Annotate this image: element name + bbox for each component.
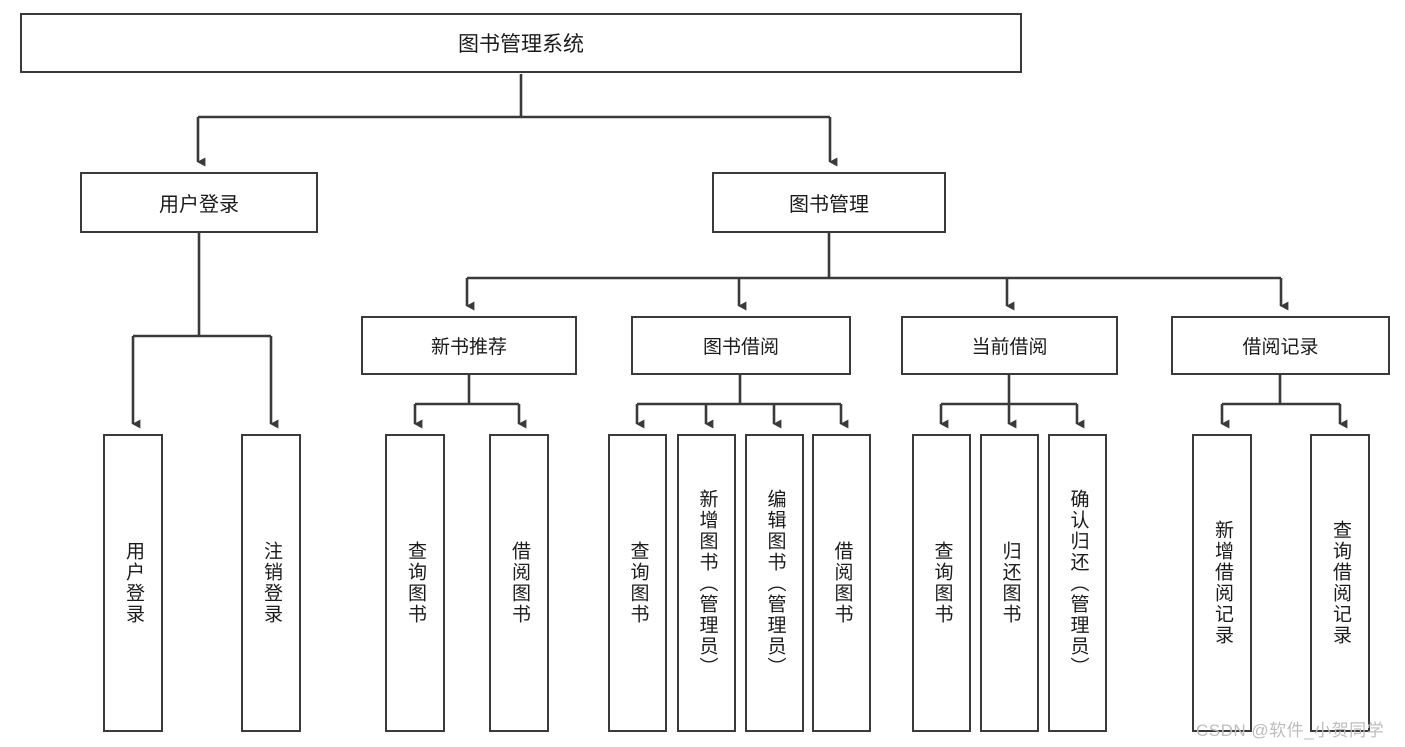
node-label: 当前借阅	[971, 337, 1048, 358]
leaf-book-borrow-add-book-admin[interactable]: 新增图书（管理员）	[677, 434, 736, 732]
node-label: 确认归还（管理员）	[1067, 488, 1089, 678]
node-label: 借阅记录	[1242, 337, 1319, 358]
leaf-current-borrow-query-book[interactable]: 查询图书	[912, 434, 971, 732]
leaf-user-login-login[interactable]: 用户登录	[103, 434, 163, 732]
node-user-login[interactable]: 用户登录	[80, 172, 318, 233]
node-label: 查询借阅记录	[1329, 520, 1351, 646]
node-book-management[interactable]: 图书管理	[712, 172, 946, 233]
node-label: 用户登录	[159, 194, 239, 216]
leaf-book-borrow-borrow-book[interactable]: 借阅图书	[812, 434, 871, 732]
node-label: 新增图书（管理员）	[696, 488, 718, 678]
leaf-book-borrow-edit-book-admin[interactable]: 编辑图书（管理员）	[745, 434, 804, 732]
leaf-current-borrow-return-book[interactable]: 归还图书	[980, 434, 1039, 732]
node-label: 借阅图书	[831, 541, 853, 625]
node-label: 新书推荐	[430, 337, 507, 358]
leaf-book-borrow-query-book[interactable]: 查询图书	[608, 434, 667, 732]
node-label: 查询图书	[931, 541, 953, 625]
node-label: 注销登录	[260, 541, 282, 625]
watermark: CSDN @软件_小贺同学	[1196, 721, 1385, 740]
node-label: 编辑图书（管理员）	[764, 488, 786, 678]
node-current-borrow[interactable]: 当前借阅	[901, 316, 1118, 375]
node-label: 查询图书	[404, 541, 426, 625]
leaf-new-book-borrow-book[interactable]: 借阅图书	[489, 434, 549, 732]
leaf-user-login-logout[interactable]: 注销登录	[241, 434, 301, 732]
node-label: 归还图书	[999, 541, 1021, 625]
node-label: 图书管理	[789, 194, 869, 216]
node-label: 借阅图书	[508, 541, 530, 625]
node-label: 图书借阅	[702, 337, 779, 358]
node-label: 新增借阅记录	[1211, 520, 1233, 646]
node-label: 用户登录	[122, 541, 144, 625]
node-new-book-recommend[interactable]: 新书推荐	[361, 316, 577, 375]
leaf-borrow-record-query-record[interactable]: 查询借阅记录	[1310, 434, 1370, 732]
leaf-current-borrow-confirm-return-admin[interactable]: 确认归还（管理员）	[1048, 434, 1107, 732]
node-label: 图书管理系统	[458, 33, 584, 56]
node-book-borrow[interactable]: 图书借阅	[631, 316, 851, 375]
leaf-borrow-record-add-record[interactable]: 新增借阅记录	[1192, 434, 1252, 732]
node-label: 查询图书	[627, 541, 649, 625]
leaf-new-book-query-book[interactable]: 查询图书	[385, 434, 445, 732]
node-borrow-record[interactable]: 借阅记录	[1171, 316, 1390, 375]
node-root-book-management-system[interactable]: 图书管理系统	[20, 13, 1022, 73]
